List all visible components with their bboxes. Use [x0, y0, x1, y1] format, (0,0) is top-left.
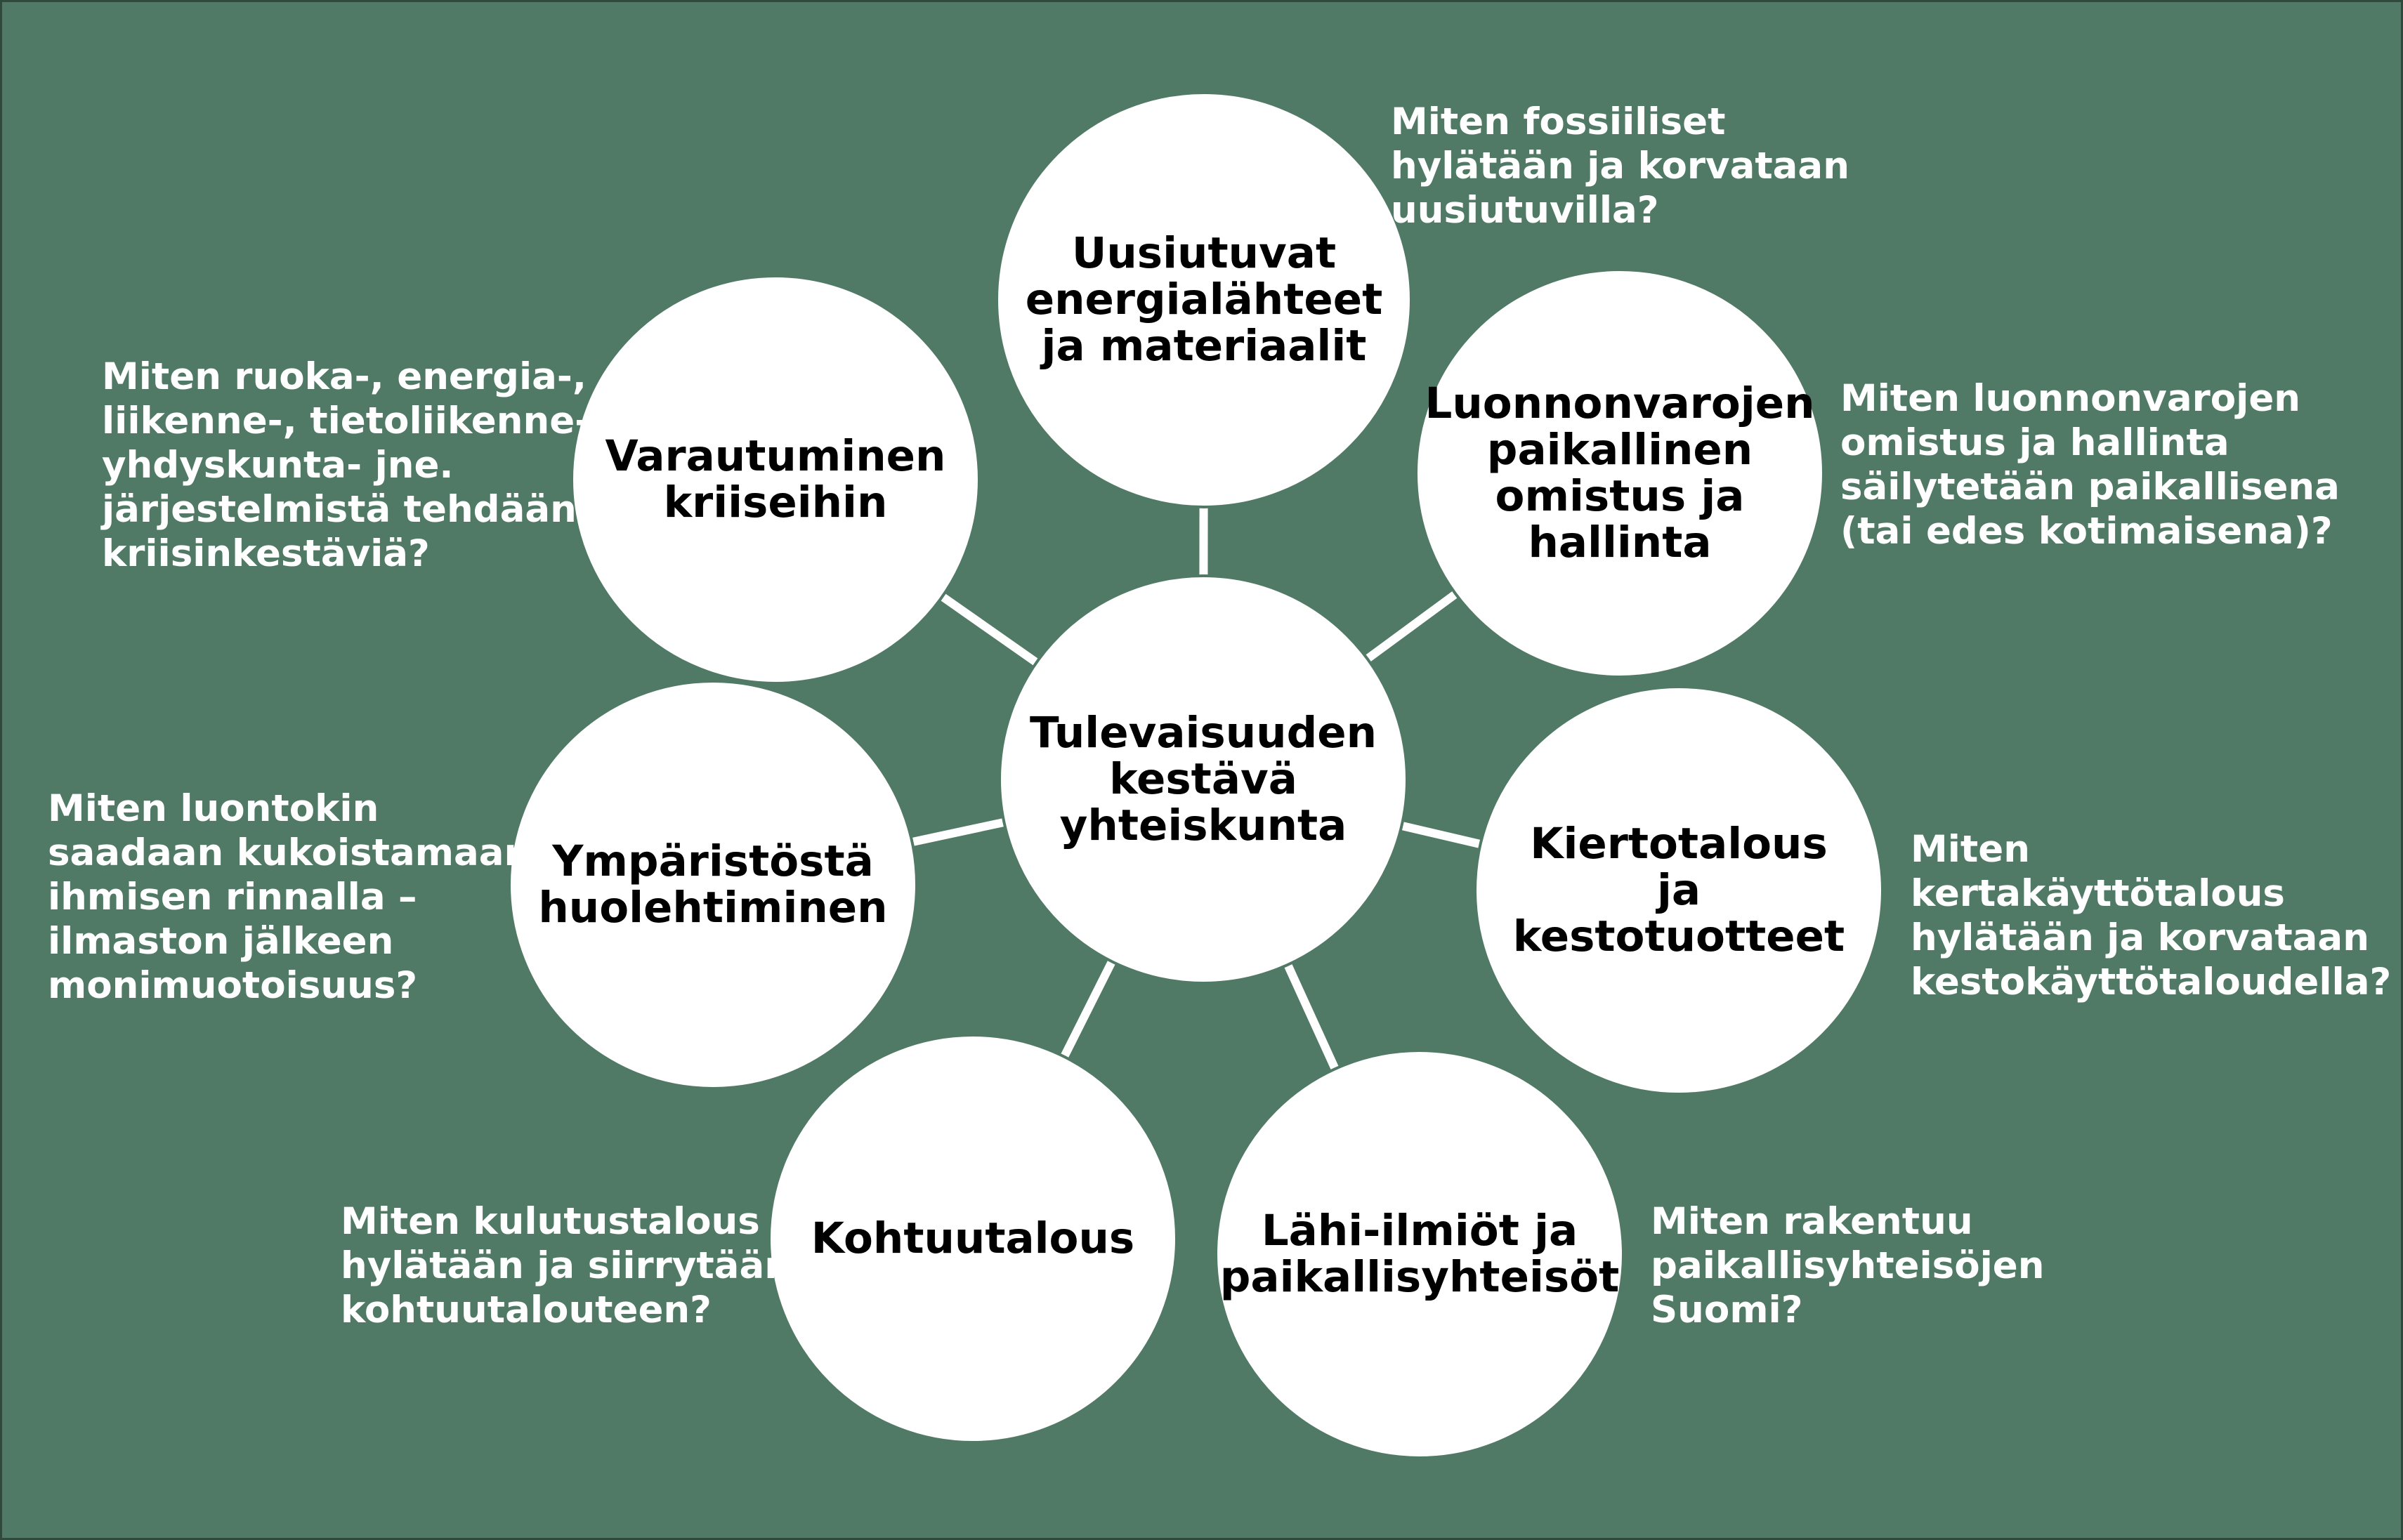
- question-environment: Miten luontokin saadaan kukoistamaan ihm…: [48, 787, 531, 1007]
- theme-label-local-communities: Lähi-ilmiöt ja paikallisyhteisöt: [1219, 1206, 1620, 1302]
- theme-circle-local-communities: [1214, 1049, 1625, 1459]
- theme-circle-crisis-preparedness: [570, 275, 981, 685]
- question-natural-resources: Miten luonnonvarojen omistus ja hallinta…: [1840, 377, 2340, 553]
- theme-label-circular-economy: Kiertotalous ja kestotuotteet: [1512, 819, 1845, 961]
- question-renewables: Miten fossiiliset hylätään ja korvataan …: [1391, 100, 1849, 232]
- connector-circular-economy: [1397, 820, 1485, 850]
- question-circular-economy: Miten kertakäyttötalous hylätään ja korv…: [1911, 828, 2392, 1003]
- theme-circles: [508, 91, 1884, 1459]
- center-circle: [998, 574, 1408, 985]
- theme-circle-natural-resources: [1415, 268, 1825, 678]
- theme-label-renewables: Uusiutuvat energialähteet ja materiaalit: [1025, 228, 1383, 371]
- connector-environment: [908, 817, 1009, 847]
- connector-lines: [908, 503, 1485, 1074]
- theme-circle-environment: [508, 680, 918, 1090]
- theme-label-environment: Ympäristöstä huolehtiminen: [538, 836, 888, 933]
- question-local-communities: Miten rakentuu paikallisyhteisöjen Suomi…: [1651, 1200, 2045, 1331]
- connector-crisis-preparedness: [936, 591, 1042, 669]
- theme-circle-moderate-economy: [768, 1034, 1178, 1444]
- question-moderate-economy: Miten kulutustalous hylätään ja siirrytä…: [341, 1200, 791, 1331]
- theme-circle-renewables: [995, 91, 1413, 508]
- connector-natural-resources: [1362, 588, 1461, 665]
- question-crisis-preparedness: Miten ruoka-, energia-, liikenne-, tieto…: [102, 355, 605, 575]
- theme-label-moderate-economy: Kohtuutalous: [811, 1213, 1135, 1263]
- theme-label-crisis-preparedness: Varautuminen kriiseihin: [605, 431, 946, 527]
- connector-moderate-economy: [1059, 956, 1118, 1062]
- center-circle-label: Tulevaisuuden kestävä yhteiskunta: [1029, 708, 1377, 850]
- theme-label-natural-resources: Luonnonvarojen paikallinen omistus ja ha…: [1425, 379, 1815, 567]
- connector-local-communities: [1282, 959, 1341, 1074]
- theme-circle-circular-economy: [1474, 685, 1884, 1095]
